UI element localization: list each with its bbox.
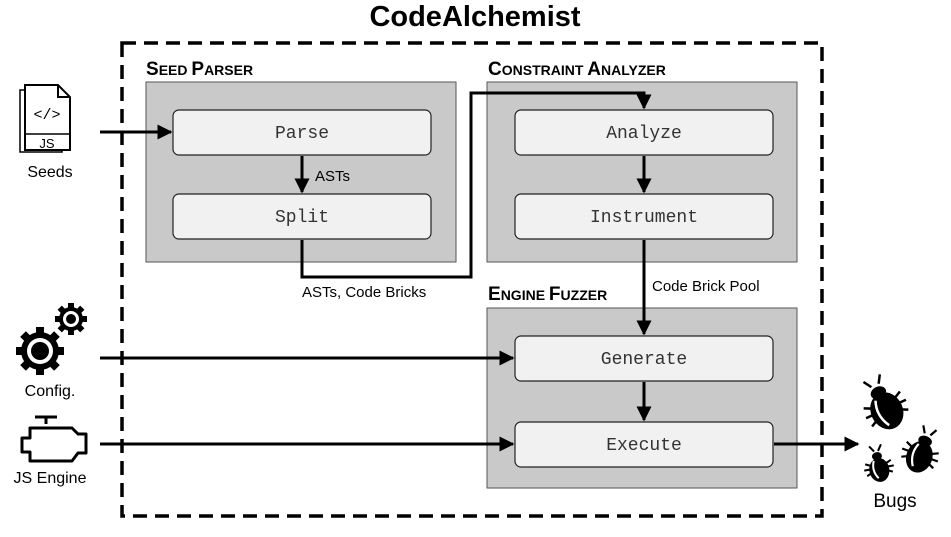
js-file-ext: JS — [39, 136, 55, 151]
bug-icon — [862, 374, 939, 482]
bugs-label: Bugs — [873, 491, 916, 512]
generate-label: Generate — [601, 350, 687, 370]
instrument-label: Instrument — [590, 208, 698, 228]
asts-label: ASTs — [315, 168, 350, 185]
instrument-stage — [514, 193, 774, 240]
diagram-title: CodeAlchemist — [369, 1, 580, 33]
system-boundary — [120, 41, 824, 518]
analyze-stage — [514, 109, 774, 156]
asts-code-bricks-label: ASTs, Code Bricks — [302, 284, 426, 301]
split-stage — [172, 193, 432, 240]
seeds-label: Seeds — [27, 164, 72, 181]
engine-icon — [20, 415, 88, 463]
js-engine-label: JS Engine — [14, 470, 87, 487]
constraint-analyzer-title: CONSTRAINT ANALYZER — [488, 59, 666, 80]
js-file-icon: </> JS — [19, 84, 71, 153]
code-brick-pool-label: Code Brick Pool — [652, 278, 760, 295]
generate-stage — [514, 335, 774, 382]
execute-stage — [514, 421, 774, 468]
gears-icon — [16, 303, 87, 375]
split-label: Split — [275, 208, 329, 228]
parse-stage — [172, 109, 432, 156]
analyze-label: Analyze — [606, 124, 682, 144]
split-to-analyze-connector — [300, 91, 652, 279]
js-file-code-glyph: </> — [33, 107, 60, 124]
config-label: Config. — [25, 383, 76, 400]
seed-parser-title: SEED PARSER — [146, 59, 253, 80]
execute-label: Execute — [606, 436, 682, 456]
engine-fuzzer-title: ENGINE FUZZER — [488, 284, 607, 305]
parse-label: Parse — [275, 124, 329, 144]
